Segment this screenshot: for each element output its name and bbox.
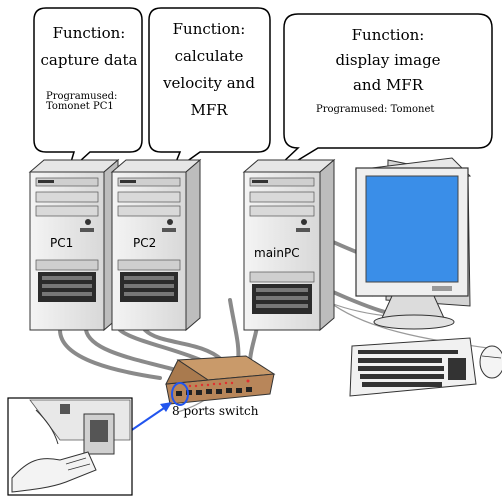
bubble-pc2-line-3: velocity and [163,74,255,92]
main-pc-label: mainPC [254,246,300,260]
main-pc-tower [242,158,336,332]
bubble-pc1-line-1: Function: [52,24,126,42]
bubble-main-line-1: Function: [351,26,425,44]
bubble-pc2-line-1: Function: [172,20,246,38]
bubble-pc1-line-2: capture data [40,51,138,69]
pc1-tower [28,158,120,332]
pc1-label: PC1 [50,236,74,250]
bubble-pc1-text: Function: capture data Programused: Tomo… [40,26,138,112]
rj45-inset [7,397,133,496]
pc2-tower [110,158,202,332]
network-switch [165,355,276,406]
pc2-label: PC2 [133,236,157,250]
bubble-pc2-text: Function: calculate velocity and MFR [152,22,266,118]
bubble-main-program: Programused: Tomonet [316,104,435,115]
mouse [479,345,502,379]
monitor [354,157,472,330]
bubble-pc2-line-4: MFR [190,101,228,119]
bubble-main-text: Function: display image and MFR Programu… [288,28,488,115]
keyboard [349,337,477,397]
switch-label: 8 ports switch [172,404,259,418]
bubble-main-line-2: display image [335,51,441,69]
bubble-pc1-program-2: Tomonet PC1 [46,101,114,112]
bubble-main-line-3: and MFR [352,76,424,94]
bubble-pc2-line-2: calculate [174,47,244,65]
bubble-pc1-program-1: Programused: [46,91,118,102]
